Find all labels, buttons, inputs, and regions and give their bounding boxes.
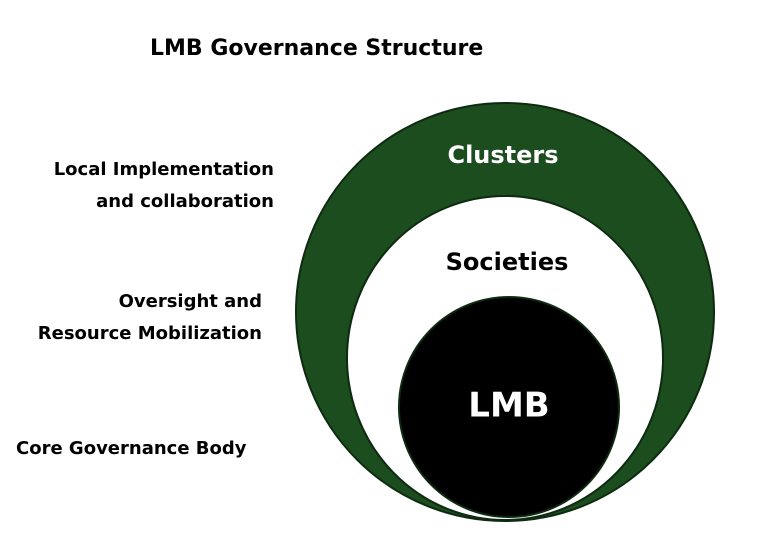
local-implementation-line-1: Local Implementation (53, 159, 274, 180)
local-implementation-line-2: and collaboration (96, 191, 274, 212)
oversight-line-2: Resource Mobilization (37, 323, 262, 344)
lmb-label: LMB (468, 386, 549, 426)
diagram-title: LMB Governance Structure (150, 36, 484, 61)
local-implementation-label: Local Implementation and collaboration (54, 154, 274, 218)
clusters-label: Clusters (447, 141, 558, 169)
oversight-line-1: Oversight and (118, 291, 262, 312)
societies-label: Societies (446, 248, 569, 276)
lmb-circle (398, 296, 620, 518)
core-governance-label: Core Governance Body (16, 438, 247, 459)
oversight-label: Oversight and Resource Mobilization (38, 286, 262, 350)
